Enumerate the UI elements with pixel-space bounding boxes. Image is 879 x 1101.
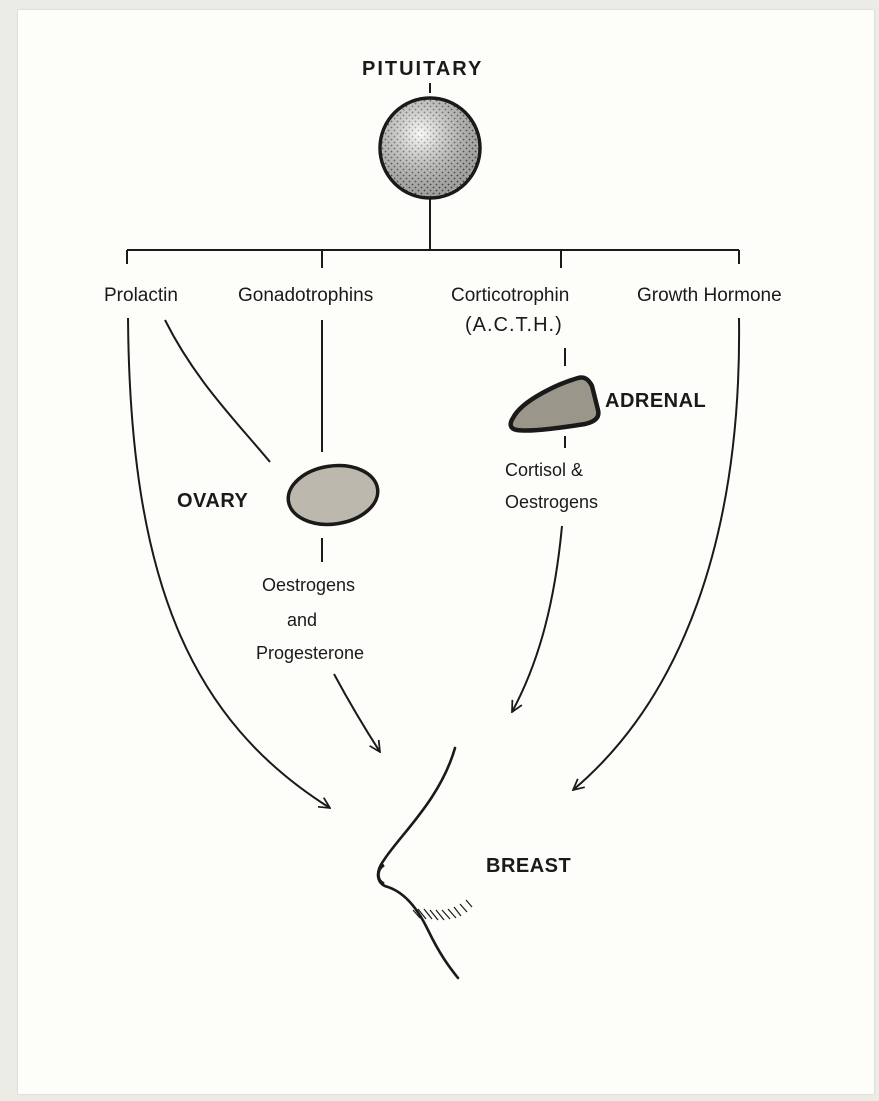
adrenal-gland — [511, 377, 599, 430]
gonadotrophins-label: Gonadotrophins — [238, 285, 373, 307]
pituitary-label: PITUITARY — [362, 58, 483, 81]
ovary-secretion-line2: and — [287, 610, 317, 631]
prolactin-label: Prolactin — [104, 285, 178, 307]
arrow-growth-hormone-to-breast — [573, 318, 739, 790]
adrenal-secretion-line2: Oestrogens — [505, 492, 598, 513]
ovary-label: OVARY — [177, 490, 248, 513]
breast-label: BREAST — [486, 855, 571, 878]
ovary-secretion-line1: Oestrogens — [262, 575, 355, 596]
pituitary-shading — [382, 100, 478, 196]
breast-nipple — [378, 865, 384, 884]
corticotrophin-label: Corticotrophin — [451, 285, 569, 307]
arrow-adrenal-hormones-to-breast — [512, 526, 562, 712]
growth-hormone-label: Growth Hormone — [637, 285, 782, 307]
line-prolactin-to-ovary — [165, 320, 270, 462]
acth-label: (A.C.T.H.) — [465, 314, 563, 337]
arrow-prolactin-to-breast — [128, 318, 330, 808]
ovary-gland — [284, 460, 381, 530]
breast-outline — [378, 748, 458, 978]
adrenal-secretion-line1: Cortisol & — [505, 460, 583, 481]
ovary-secretion-line3: Progesterone — [256, 643, 364, 664]
arrow-ovary-hormones-to-breast — [334, 674, 380, 752]
adrenal-label: ADRENAL — [605, 390, 706, 413]
